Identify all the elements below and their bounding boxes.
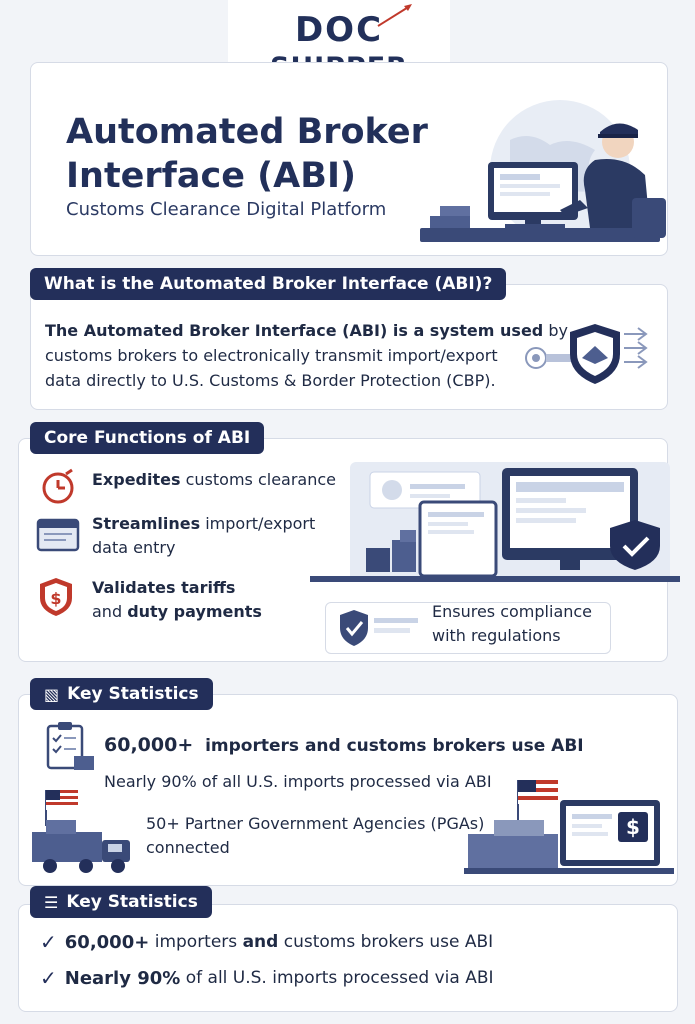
key-statistics-heading: ▧ Key Statistics xyxy=(30,678,213,710)
what-is-panel xyxy=(30,284,668,410)
logo-text-doc: DOC xyxy=(294,10,384,50)
key-statistics-panel-2 xyxy=(18,904,678,1012)
function-compliance: Ensures compliance with regulations xyxy=(432,602,593,645)
checkmark-icon: ✓ xyxy=(40,930,57,954)
check-row-users: ✓ 60,000+ importers and customs brokers … xyxy=(40,930,494,954)
shield-data-icon xyxy=(525,324,648,384)
check-row-imports: ✓ Nearly 90% of all U.S. imports process… xyxy=(40,966,494,990)
svg-text:$: $ xyxy=(50,589,61,608)
page-subtitle: Customs Clearance Digital Platform xyxy=(66,199,387,220)
key-statistics-heading-2: ☰ Key Statistics xyxy=(30,886,212,918)
function-validates: Validates tariffs and duty payments xyxy=(92,578,262,621)
document-icon xyxy=(36,518,80,552)
dollar-symbol: $ xyxy=(626,815,640,839)
truck-with-flag-illustration xyxy=(32,790,130,873)
airplane-icon xyxy=(377,4,412,27)
cargo-computer-illustration: $ xyxy=(464,780,674,874)
stat-agencies: 50+ Partner Government Agencies (PGAs) c… xyxy=(146,814,485,857)
shield-check-icon xyxy=(340,610,418,646)
stat-imports: Nearly 90% of all U.S. imports processed… xyxy=(104,772,492,791)
clock-icon xyxy=(42,468,74,504)
function-streamlines: Streamlines import/export data entry xyxy=(92,514,316,557)
checkmark-icon: ✓ xyxy=(40,966,57,990)
core-functions-heading: Core Functions of ABI xyxy=(30,422,265,454)
what-is-description: The Automated Broker Interface (ABI) is … xyxy=(45,321,568,390)
clipboard-icon xyxy=(46,722,94,770)
list-icon: ☰ xyxy=(44,892,59,912)
page-title: Automated Broker Interface (ABI) xyxy=(66,112,428,196)
compliance-card xyxy=(325,602,611,654)
what-is-heading: What is the Automated Broker Interface (… xyxy=(30,268,507,300)
function-expedites: Expedites customs clearance xyxy=(92,470,336,489)
customs-officer-illustration xyxy=(420,100,666,242)
stat-users: 60,000+ importers and customs brokers us… xyxy=(104,734,584,756)
dollar-shield-icon: $ xyxy=(40,578,72,616)
bar-chart-icon: ▧ xyxy=(44,684,60,704)
customs-computer-illustration xyxy=(310,462,680,582)
